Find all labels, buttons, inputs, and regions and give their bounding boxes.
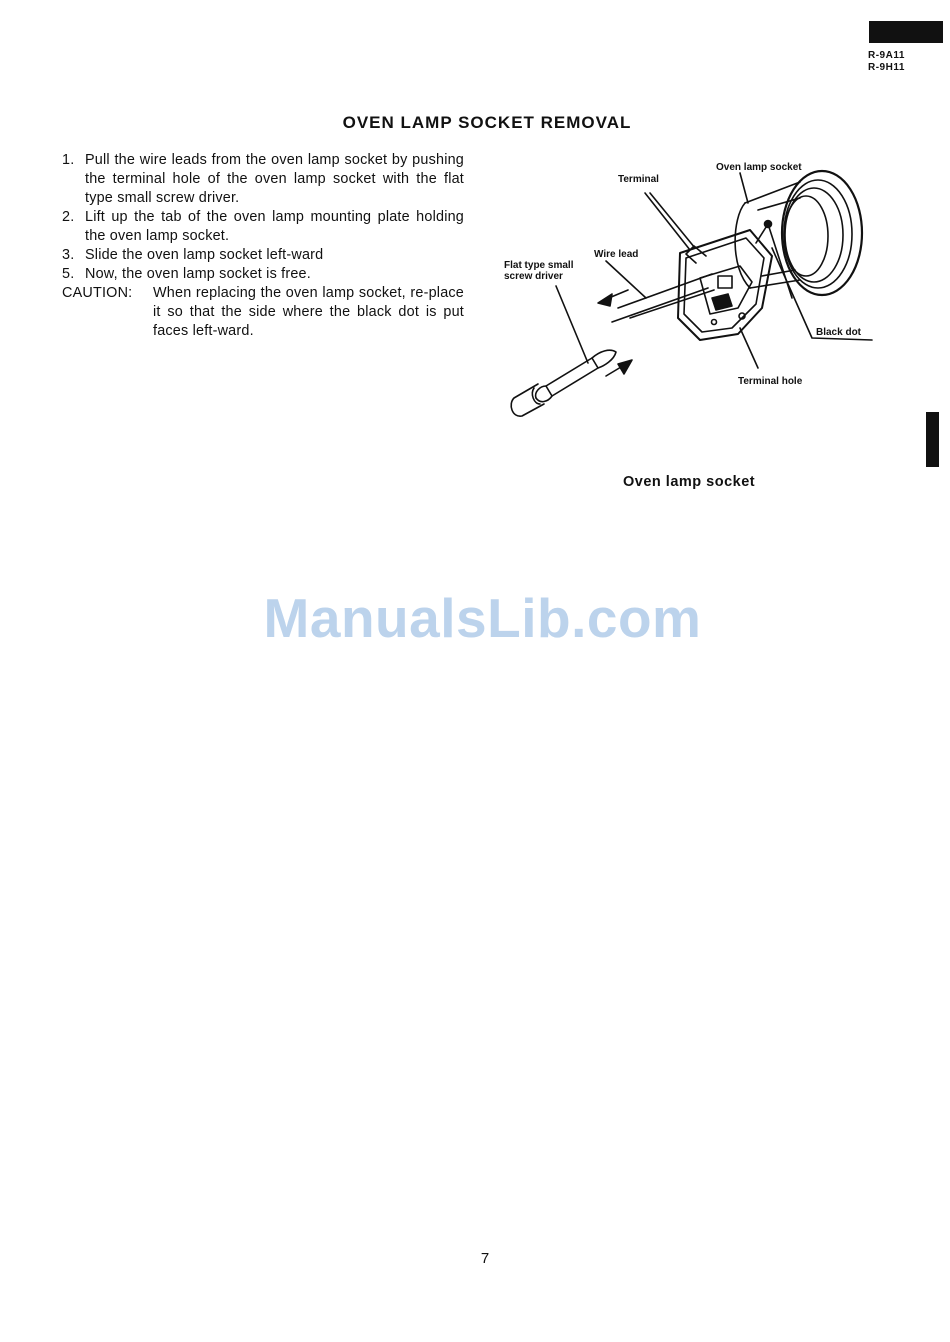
section-index-mark (926, 412, 939, 467)
step-item: 5. Now, the oven lamp socket is free. (62, 265, 464, 284)
model-numbers: R-9A11 R-9H11 (868, 50, 905, 74)
caution-text: When replacing the oven lamp socket, re-… (153, 285, 464, 339)
page-number: 7 (480, 1250, 490, 1267)
procedure-steps: 1. Pull the wire leads from the oven lam… (62, 151, 464, 341)
step-number: 3. (62, 247, 75, 263)
label-black-dot: Black dot (816, 327, 862, 338)
section-tab-block (869, 21, 943, 43)
figure-caption: Oven lamp socket (623, 474, 756, 490)
step-text: Slide the oven lamp socket left-ward (85, 247, 324, 263)
step-number: 2. (62, 209, 75, 225)
lamp-socket-diagram: Oven lamp socket Terminal Wire lead Flat… (500, 158, 880, 428)
label-screw-driver-line1: Flat type small (504, 260, 574, 271)
step-item: 2. Lift up the tab of the oven lamp moun… (62, 208, 464, 246)
caution-label: CAUTION: (62, 285, 133, 301)
step-item: 1. Pull the wire leads from the oven lam… (62, 151, 464, 208)
caution-note: CAUTION: When replacing the oven lamp so… (62, 284, 464, 341)
label-wire-lead: Wire lead (594, 249, 639, 260)
socket-illustration (510, 169, 873, 417)
model-number: R-9A11 (868, 50, 905, 61)
label-screw-driver: Flat type small screw driver (504, 260, 573, 282)
step-text: Lift up the tab of the oven lamp mountin… (85, 209, 464, 244)
step-item: 3. Slide the oven lamp socket left-ward (62, 246, 464, 265)
label-screw-driver-line2: screw driver (504, 271, 563, 282)
watermark: ManualsLib.com (263, 587, 702, 649)
label-oven-lamp-socket: Oven lamp socket (716, 162, 802, 173)
label-terminal: Terminal (618, 174, 659, 185)
model-number: R-9H11 (868, 62, 905, 73)
step-number: 1. (62, 152, 75, 168)
step-text: Now, the oven lamp socket is free. (85, 266, 311, 282)
step-number: 5. (62, 266, 75, 282)
page-title: OVEN LAMP SOCKET REMOVAL (342, 113, 632, 132)
step-text: Pull the wire leads from the oven lamp s… (85, 152, 464, 206)
label-terminal-hole: Terminal hole (738, 376, 803, 387)
